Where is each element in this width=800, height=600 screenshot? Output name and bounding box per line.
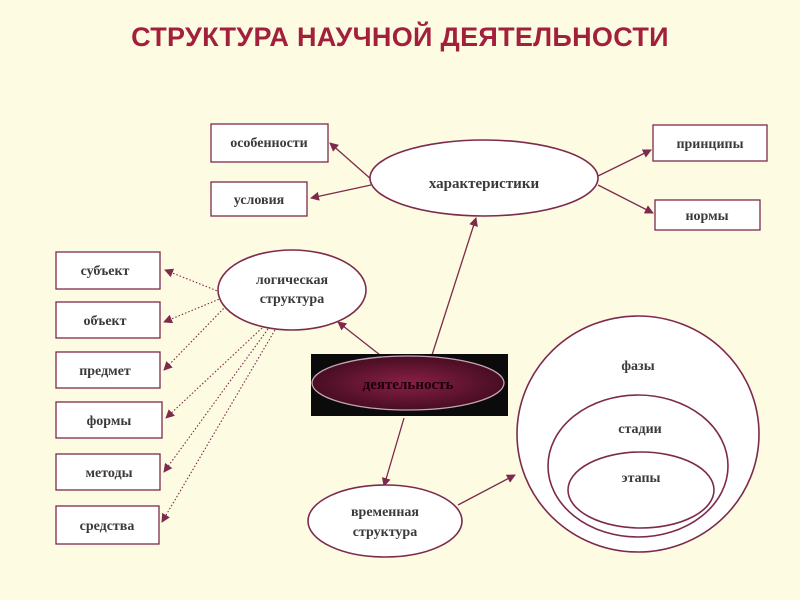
logical-label-line1: логическая [256,273,329,288]
center-node: деятельность [311,354,508,416]
box-normy: нормы [654,199,761,231]
slide-title: СТРУКТУРА НАУЧНОЙ ДЕЯТЕЛЬНОСТИ [131,22,669,52]
box-normy-label: нормы [685,209,728,224]
box-osobennosti-label: особенности [230,136,308,151]
box-printsipy-label: принципы [676,137,743,152]
box-formy: формы [55,401,163,439]
box-usloviya-label: условия [234,193,285,208]
center-label: деятельность [363,377,454,393]
box-sredstva-label: средства [80,519,135,534]
link-to-predmet [163,305,227,371]
connectors [161,142,654,523]
box-sredstva: средства [55,505,160,545]
box-obekt-label: объект [84,314,127,329]
arrow-to-printsipy [597,149,652,177]
box-printsipy: принципы [652,124,768,162]
box-obekt: объект [55,301,161,339]
characteristics-ellipse [369,139,599,217]
box-formy-label: формы [87,414,132,429]
link-to-metody [163,328,269,473]
box-subekt-label: субъект [81,264,130,279]
box-subekt: субъект [55,251,161,290]
steps-label: этапы [622,471,661,486]
characteristics-node: характеристики [369,139,599,217]
temporal-label-line1: временная [351,505,419,520]
steps-inner-circle [567,451,715,529]
box-osobennosti: особенности [210,123,329,163]
logical-structure-ellipse [217,249,367,331]
arrow-temporal-to-phases [457,474,516,506]
phases-nested-circles: фазы стадии этапы [516,315,760,553]
logical-structure-node: логическая структура [217,249,367,331]
arrow-center-to-temporal [381,417,405,487]
phases-label: фазы [621,359,654,374]
temporal-structure-ellipse [307,484,463,558]
link-to-sredstva [161,329,276,523]
box-usloviya: условия [210,181,308,217]
stages-label: стадии [618,422,661,437]
arrow-to-normy [597,184,654,214]
box-predmet-label: предмет [79,364,131,379]
box-predmet: предмет [55,351,161,389]
arrow-center-to-characteristics [431,217,478,356]
arrow-center-to-logical [337,321,381,356]
temporal-structure-node: временная структура [307,484,463,558]
link-to-formy [165,327,263,419]
box-metody: методы [55,453,161,491]
characteristics-label: характеристики [429,176,540,192]
logical-label-line2: структура [260,292,324,307]
arrow-to-usloviya [310,184,372,201]
arrow-to-osobennosti [329,142,373,181]
box-metody-label: методы [85,466,132,481]
link-to-subekt [164,268,221,293]
center-ellipse [311,355,505,411]
temporal-label-line2: структура [353,525,417,540]
